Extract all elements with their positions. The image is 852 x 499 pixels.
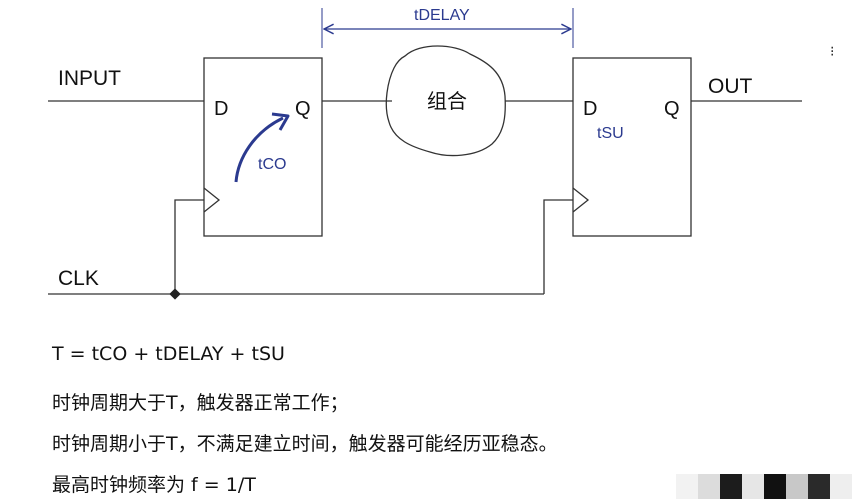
- timing-formula: T = tCO + tDELAY + tSU: [52, 343, 285, 365]
- ff1-clock-triangle-icon: [203, 187, 221, 213]
- flip-flop-1: [203, 57, 323, 237]
- delay-label: tDELAY: [414, 7, 470, 24]
- tsu-label: tSU: [597, 125, 624, 142]
- pixelated-watermark: [676, 474, 852, 499]
- text-line-violation: 时钟周期小于T，不满足建立时间，触发器可能经历亚稳态。: [52, 433, 558, 455]
- flip-flop-2: [572, 57, 692, 237]
- text-line-max-frequency: 最高时钟频率为 f = 1/T: [52, 474, 256, 496]
- ff1-d-label: D: [214, 98, 228, 120]
- ff1-q-label: Q: [295, 98, 311, 120]
- tco-curved-arrow-icon: [234, 116, 284, 183]
- out-label: OUT: [708, 75, 753, 98]
- ff2-clock-triangle-icon: [572, 187, 590, 213]
- tco-label: tCO: [258, 156, 286, 173]
- tco-arrowhead-icon: [271, 112, 290, 131]
- corner-dots-icon: ⁝: [830, 44, 835, 60]
- input-label: INPUT: [58, 67, 121, 90]
- clk-to-ff2-wire: [543, 199, 573, 294]
- clk-junction-dot: [169, 288, 181, 300]
- clk-label: CLK: [58, 267, 99, 290]
- comb-label: 组合: [427, 90, 467, 113]
- ff2-d-label: D: [583, 98, 597, 120]
- ff2-q-label: Q: [664, 98, 680, 120]
- text-line-normal: 时钟周期大于T，触发器正常工作；: [52, 392, 349, 414]
- timing-diagram: INPUT D Q tCO 组合 tDELAY D Q tSU OUT CLK: [48, 7, 802, 300]
- combinational-logic-cloud: [385, 45, 506, 157]
- clk-to-ff1-wire: [174, 199, 204, 294]
